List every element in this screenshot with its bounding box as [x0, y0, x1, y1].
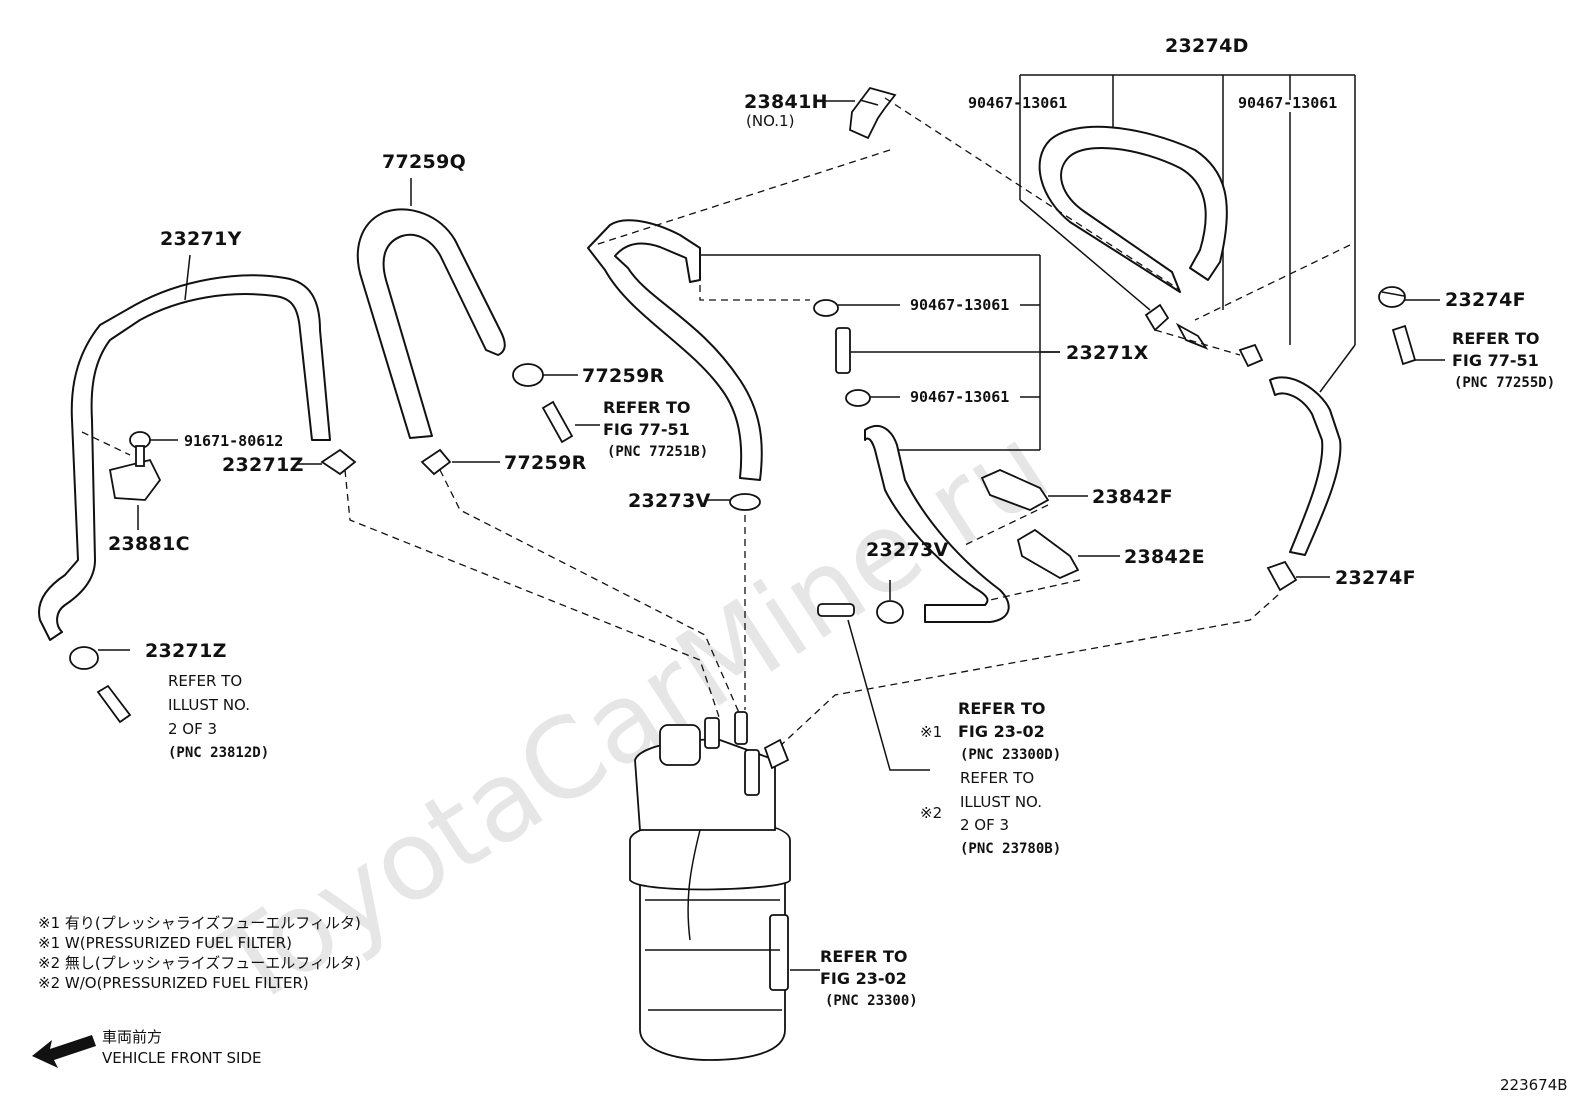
pipe-23812D: [96, 684, 132, 724]
ref-fig-23-02-mark1: REFER TO ※1 FIG 23-02 (PNC 23300D): [920, 699, 1061, 763]
pipe-77251B: [541, 400, 574, 444]
label-23273V-upper: 23273V: [628, 490, 711, 512]
clamp-90467-right[interactable]: [1144, 303, 1264, 368]
label-23841H-sub: (NO.1): [746, 112, 794, 130]
label-23273V-lower: 23273V: [866, 539, 949, 561]
label-77259R-upper: 77259R: [582, 365, 665, 387]
svg-text:REFER TO: REFER TO: [960, 769, 1034, 787]
pipe-23300D[interactable]: [817, 603, 930, 771]
label-91671: 91671-80612: [184, 432, 283, 450]
clamp-90467-center-top[interactable]: [813, 299, 900, 317]
clamp-23273V-lower[interactable]: [876, 580, 904, 624]
label-23274F-upper: 23274F: [1445, 289, 1526, 311]
label-23842E: 23842E: [1124, 546, 1205, 568]
label-23881C: 23881C: [108, 533, 190, 555]
clamp-23274F-upper[interactable]: [1378, 286, 1440, 308]
bracket-23274D: [1019, 74, 1356, 393]
connector-23842F[interactable]: [980, 469, 1088, 511]
legend-line-2: ※1 W(PRESSURIZED FUEL FILTER): [38, 934, 292, 952]
connector-23841H[interactable]: [820, 86, 897, 140]
label-23842F: 23842F: [1092, 486, 1173, 508]
svg-text:(PNC 23300): (PNC 23300): [825, 993, 918, 1009]
ref-fig-77-51-center: REFER TO FIG 77-51 (PNC 77251B): [575, 398, 708, 460]
label-90467-b: 90467-13061: [1238, 94, 1337, 112]
ref-illust-left: REFER TO ILLUST NO. 2 OF 3 (PNC 23812D): [168, 672, 269, 761]
svg-text:(PNC 23780B): (PNC 23780B): [960, 841, 1061, 857]
label-23271Z-upper: 23271Z: [222, 454, 304, 476]
clamp-23271Z-upper[interactable]: [296, 448, 357, 476]
svg-text:※2: ※2: [920, 804, 942, 822]
front-en: VEHICLE FRONT SIDE: [102, 1049, 262, 1067]
clamp-23273V-upper[interactable]: [705, 493, 761, 511]
front-jp: 車両前方: [102, 1028, 162, 1046]
label-23271Y: 23271Y: [160, 228, 242, 250]
pipe-23271X[interactable]: [835, 327, 1060, 374]
svg-text:2 OF 3: 2 OF 3: [960, 816, 1009, 834]
svg-text:ILLUST NO.: ILLUST NO.: [168, 696, 250, 714]
svg-text:REFER TO: REFER TO: [820, 947, 908, 966]
clamp-77259R-lower[interactable]: [420, 448, 500, 476]
svg-text:ILLUST NO.: ILLUST NO.: [960, 793, 1042, 811]
legend-line-4: ※2 W/O(PRESSURIZED FUEL FILTER): [38, 974, 309, 992]
label-90467-c: 90467-13061: [910, 296, 1009, 314]
hose-23273-center[interactable]: [587, 219, 763, 481]
connector-23842E[interactable]: [1016, 528, 1120, 580]
hose-77259Q[interactable]: [356, 208, 506, 439]
label-23274F-lower: 23274F: [1335, 567, 1416, 589]
legend: ※1 有り(プレッシャライズフューエルフィルタ) ※1 W(PRESSURIZE…: [38, 914, 361, 992]
label-90467-d: 90467-13061: [910, 388, 1009, 406]
label-77259R-lower: 77259R: [504, 452, 587, 474]
svg-text:FIG 77-51: FIG 77-51: [603, 420, 690, 439]
pipe-77255D: [1391, 324, 1445, 366]
legend-line-1: ※1 有り(プレッシャライズフューエルフィルタ): [38, 914, 361, 932]
clamp-90467-center-bottom[interactable]: [845, 389, 900, 407]
label-23274D: 23274D: [1165, 35, 1249, 57]
vehicle-front-indicator: 車両前方 VEHICLE FRONT SIDE: [32, 1028, 262, 1068]
bracket-23881C[interactable]: [108, 458, 162, 530]
label-90467-a: 90467-13061: [968, 94, 1067, 112]
ref-fig-23-02-bottom: REFER TO FIG 23-02 (PNC 23300): [820, 947, 918, 1009]
figure-code: 223674B: [1500, 1076, 1568, 1094]
clamp-23271Z-lower[interactable]: [69, 646, 130, 670]
svg-text:REFER TO: REFER TO: [1452, 329, 1540, 348]
svg-text:2 OF 3: 2 OF 3: [168, 720, 217, 738]
hose-23274D-right[interactable]: [1269, 376, 1342, 556]
label-23841H: 23841H: [744, 91, 828, 113]
ref-illust-mark2: REFER TO ILLUST NO. ※2 2 OF 3 (PNC 23780…: [920, 769, 1061, 857]
label-77259Q: 77259Q: [382, 151, 466, 173]
svg-text:(PNC 77255D): (PNC 77255D): [1454, 375, 1555, 391]
arrow-left-icon: [32, 1035, 96, 1068]
svg-text:REFER TO: REFER TO: [958, 699, 1046, 718]
ref-fig-77-51-right: REFER TO FIG 77-51 (PNC 77255D): [1452, 329, 1555, 391]
svg-text:(PNC 23300D): (PNC 23300D): [960, 747, 1061, 763]
svg-text:FIG 23-02: FIG 23-02: [820, 969, 907, 988]
clamp-23274F-lower[interactable]: [1266, 560, 1330, 592]
svg-text:FIG 77-51: FIG 77-51: [1452, 351, 1539, 370]
svg-text:REFER TO: REFER TO: [168, 672, 242, 690]
label-23271Z-lower: 23271Z: [145, 640, 227, 662]
label-23271X: 23271X: [1066, 342, 1149, 364]
bolt-91671[interactable]: [129, 431, 178, 467]
fuel-filter-assembly[interactable]: [629, 711, 820, 1061]
svg-text:FIG 23-02: FIG 23-02: [958, 722, 1045, 741]
clamp-77259R-upper[interactable]: [512, 363, 578, 387]
hose-23274D[interactable]: [1038, 125, 1228, 293]
hose-23273V[interactable]: [864, 425, 1010, 623]
hose-23271Y[interactable]: [38, 274, 331, 641]
svg-text:(PNC 23812D): (PNC 23812D): [168, 745, 269, 761]
svg-text:(PNC 77251B): (PNC 77251B): [607, 444, 708, 460]
dashed-connections: [81, 97, 1351, 761]
svg-text:REFER TO: REFER TO: [603, 398, 691, 417]
legend-line-3: ※2 無し(プレッシャライズフューエルフィルタ): [38, 954, 361, 972]
svg-text:※1: ※1: [920, 723, 942, 741]
